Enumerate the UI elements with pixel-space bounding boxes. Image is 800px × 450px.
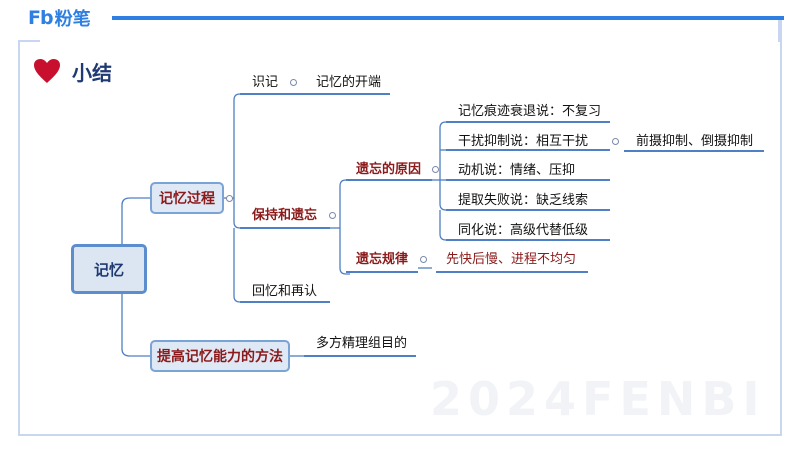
cause-item: 干扰抑制说：相互干扰 [458, 134, 589, 149]
watermark: 2024FENBI [430, 372, 766, 426]
node-memory-process: 记忆过程 [150, 182, 224, 214]
underline [446, 121, 610, 123]
underline [446, 209, 610, 211]
node-recall: 回忆和再认 [252, 284, 318, 299]
node-forget-cause: 遗忘的原因 [356, 162, 422, 177]
node-law-detail: 先快后慢、进程不均匀 [446, 252, 577, 267]
frame-corner [18, 40, 40, 42]
underline [446, 149, 610, 151]
collapse-icon[interactable] [290, 79, 297, 86]
node-forget-law: 遗忘规律 [356, 252, 409, 267]
collapse-icon[interactable] [432, 166, 439, 173]
node-identify: 识记 [252, 75, 279, 90]
header-bar [112, 16, 784, 20]
section-title: 小结 [72, 61, 112, 85]
underline [446, 239, 610, 241]
underline [624, 150, 764, 152]
underline [240, 93, 390, 95]
fenbi-logo: Fb 粉笔 [28, 7, 91, 30]
underline [436, 271, 588, 273]
underline [346, 179, 432, 181]
collapse-icon[interactable] [329, 212, 336, 219]
cause-item: 动机说：情绪、压抑 [458, 163, 576, 178]
underline [446, 179, 610, 181]
cause-item: 提取失败说：缺乏线索 [458, 193, 589, 208]
cause-item: 同化说：高级代替低级 [458, 223, 589, 238]
underline [240, 301, 330, 303]
node-methods-detail: 多方精理组目的 [316, 336, 408, 351]
cause-item: 记忆痕迹衰退说：不复习 [458, 104, 602, 119]
underline [240, 227, 330, 229]
heart-icon [34, 59, 60, 83]
root-node: 记忆 [71, 244, 147, 294]
node-improve-methods: 提高记忆能力的方法 [150, 340, 290, 372]
node-interference-types: 前摄抑制、倒摄抑制 [636, 134, 754, 149]
frame-corner-right [778, 20, 782, 42]
collapse-icon[interactable] [420, 256, 427, 263]
underline [304, 355, 416, 357]
collapse-icon[interactable] [612, 138, 619, 145]
logo-mark: Fb [28, 7, 54, 29]
logo-text: 粉笔 [54, 9, 91, 30]
node-memory-start: 记忆的开端 [316, 75, 382, 90]
slide-frame [18, 40, 782, 436]
collapse-icon[interactable] [226, 195, 233, 202]
underline [346, 271, 418, 273]
node-retain-forget: 保持和遗忘 [252, 208, 318, 223]
